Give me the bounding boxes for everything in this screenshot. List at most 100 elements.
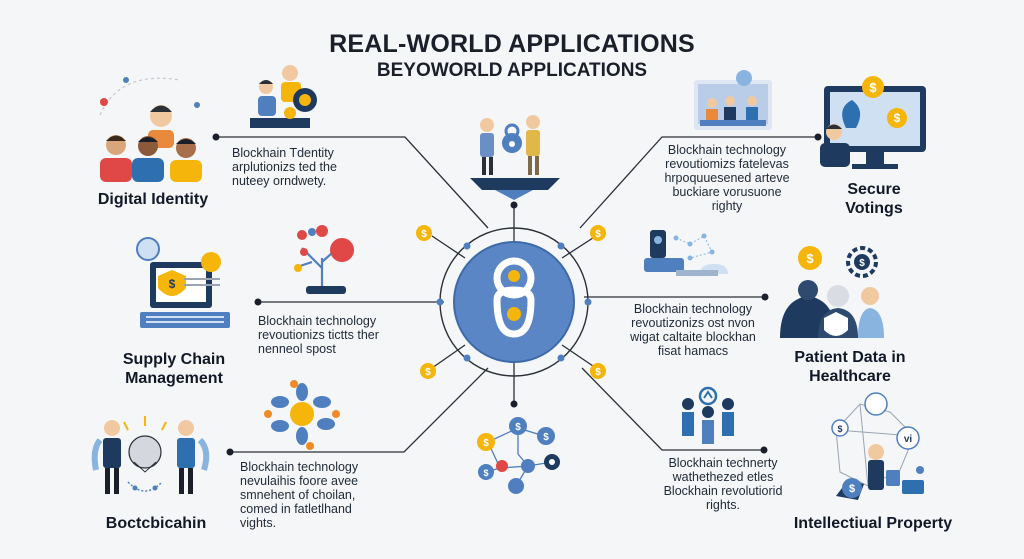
desc-line: comed in fatletlhand (240, 502, 352, 516)
hub-coins: $ $ $ $ (416, 225, 606, 379)
intellectual-property-illustration: vi $ $ (831, 392, 924, 500)
desc-line: vights. (240, 516, 277, 530)
desc-line: fisat hamacs (657, 344, 729, 358)
dot (212, 133, 220, 141)
svg-text:$: $ (595, 229, 601, 240)
connector-coin-tr (561, 235, 597, 259)
svg-text:$: $ (483, 438, 489, 449)
desc-line: nuteey orndwety. (232, 174, 327, 188)
connector-dots (212, 133, 822, 456)
label-line: Patient Data in (794, 349, 906, 366)
desc-line: righty (711, 199, 743, 213)
desc-line: hrpoquuesened arteve (664, 171, 790, 185)
coin-icon: $ (537, 427, 555, 445)
voting-monitor-illustration: $ $ (820, 76, 926, 169)
lab-network-illustration (644, 230, 728, 276)
dot (761, 293, 769, 301)
dot (510, 400, 518, 408)
label-blockchain: Boctcbicahin (105, 515, 207, 532)
desc-line: Blockhain revolutiorid (663, 484, 783, 498)
desc-digital-identity: Blockhain Tdentity arplutionizs ted the … (232, 146, 382, 188)
connector-blockchain (230, 367, 489, 453)
connector-coin-tl (431, 235, 466, 259)
label-line: Votings (845, 200, 903, 217)
coin-icon: $ (509, 417, 527, 435)
desc-line: smnehent of choilan, (240, 488, 356, 502)
desc-line: Blockhain Tdentity (232, 146, 334, 160)
label-supply-chain: Supply Chain Management (114, 350, 234, 388)
desc-line: rights. (705, 498, 741, 512)
connector-intellectual-property (581, 367, 764, 451)
desc-line: Blockhain technology (633, 302, 753, 316)
label-line: Secure (847, 181, 901, 198)
coin-icon: $ (590, 363, 606, 379)
desc-line: nevulaihis foore avee (240, 474, 359, 488)
label-secure-voting: Secure Votings (828, 180, 920, 218)
svg-text:$: $ (837, 424, 842, 434)
svg-text:$: $ (806, 251, 814, 266)
dot (254, 298, 262, 306)
svg-text:$: $ (515, 422, 521, 433)
label-digital-identity: Digital Identity (97, 191, 209, 208)
desc-supply-chain: Blockhain technology revoutionizs tictts… (258, 314, 408, 356)
svg-text:$: $ (894, 111, 901, 125)
svg-text:$: $ (421, 229, 427, 240)
desc-line: wathethezed etles (672, 470, 774, 484)
svg-text:$: $ (849, 483, 855, 495)
connector-lines (216, 136, 818, 453)
blockchain-people-illustration (91, 416, 210, 494)
svg-text:vi: vi (904, 434, 913, 445)
desk-workers-illustration (250, 65, 317, 128)
supply-chain-illustration: $ (136, 237, 230, 328)
connector-digital-identity (216, 136, 489, 229)
desc-patient-data: Blockhain technology revoutizonizs ost n… (618, 302, 768, 358)
desc-line: revoutiomizs fatelevas (665, 157, 789, 171)
dot (510, 201, 518, 209)
label-intellectual-property: Intellectiual Property (793, 515, 953, 532)
svg-text:$: $ (425, 367, 431, 378)
desc-line: Blockhain technology (258, 314, 377, 328)
connector-coin-bl (431, 344, 466, 369)
desc-intellectual-property: Blockhain technerty wathethezed etles Bl… (648, 456, 798, 512)
desc-line: nenneol spost (258, 342, 336, 356)
svg-text:$: $ (869, 80, 877, 95)
coin-icon: $ (477, 433, 495, 451)
digital-identity-illustration (99, 77, 202, 182)
desc-line: Blockhain technology (240, 460, 359, 474)
hub-link-icon (493, 257, 535, 338)
tree-network-illustration (294, 225, 354, 294)
svg-text:$: $ (595, 367, 601, 378)
coin-icon: $ (420, 363, 436, 379)
svg-text:$: $ (483, 468, 488, 478)
svg-text:$: $ (169, 277, 176, 291)
svg-text:$: $ (859, 258, 865, 269)
desc-line: arplutionizs ted the (232, 160, 337, 174)
team-lock-illustration (470, 115, 560, 200)
voting-desk-illustration (694, 70, 772, 130)
desc-line: wigat caltaite blockhan (630, 330, 756, 344)
central-hub (436, 227, 592, 377)
dot (226, 448, 234, 456)
desc-line: Blockhain technology (667, 143, 787, 157)
label-patient-data: Patient Data in Healthcare (780, 348, 920, 386)
dot (814, 133, 822, 141)
coin-icon: $ (478, 464, 494, 480)
gear-icon: $ (846, 246, 878, 278)
connector-secure-voting (579, 136, 818, 229)
healthcare-illustration: $ $ (780, 246, 884, 338)
desc-line: Blockhain technerty (668, 456, 778, 470)
connector-coin-br (561, 344, 597, 369)
molecule-network-illustration (264, 380, 340, 450)
coin-icon: $ (590, 225, 606, 241)
svg-text:$: $ (543, 432, 549, 443)
desc-line: revoutizonizs ost nvon (631, 316, 755, 330)
label-line: Healthcare (809, 368, 891, 385)
coin-network-illustration: $ $ $ $ (477, 417, 560, 494)
label-line: Supply Chain (122, 351, 226, 368)
dot (760, 446, 768, 454)
team-board-illustration (682, 386, 734, 444)
desc-secure-voting: Blockhain technology revoutiomizs fatele… (652, 143, 802, 213)
desc-line: revoutionizs tictts ther (258, 328, 379, 342)
